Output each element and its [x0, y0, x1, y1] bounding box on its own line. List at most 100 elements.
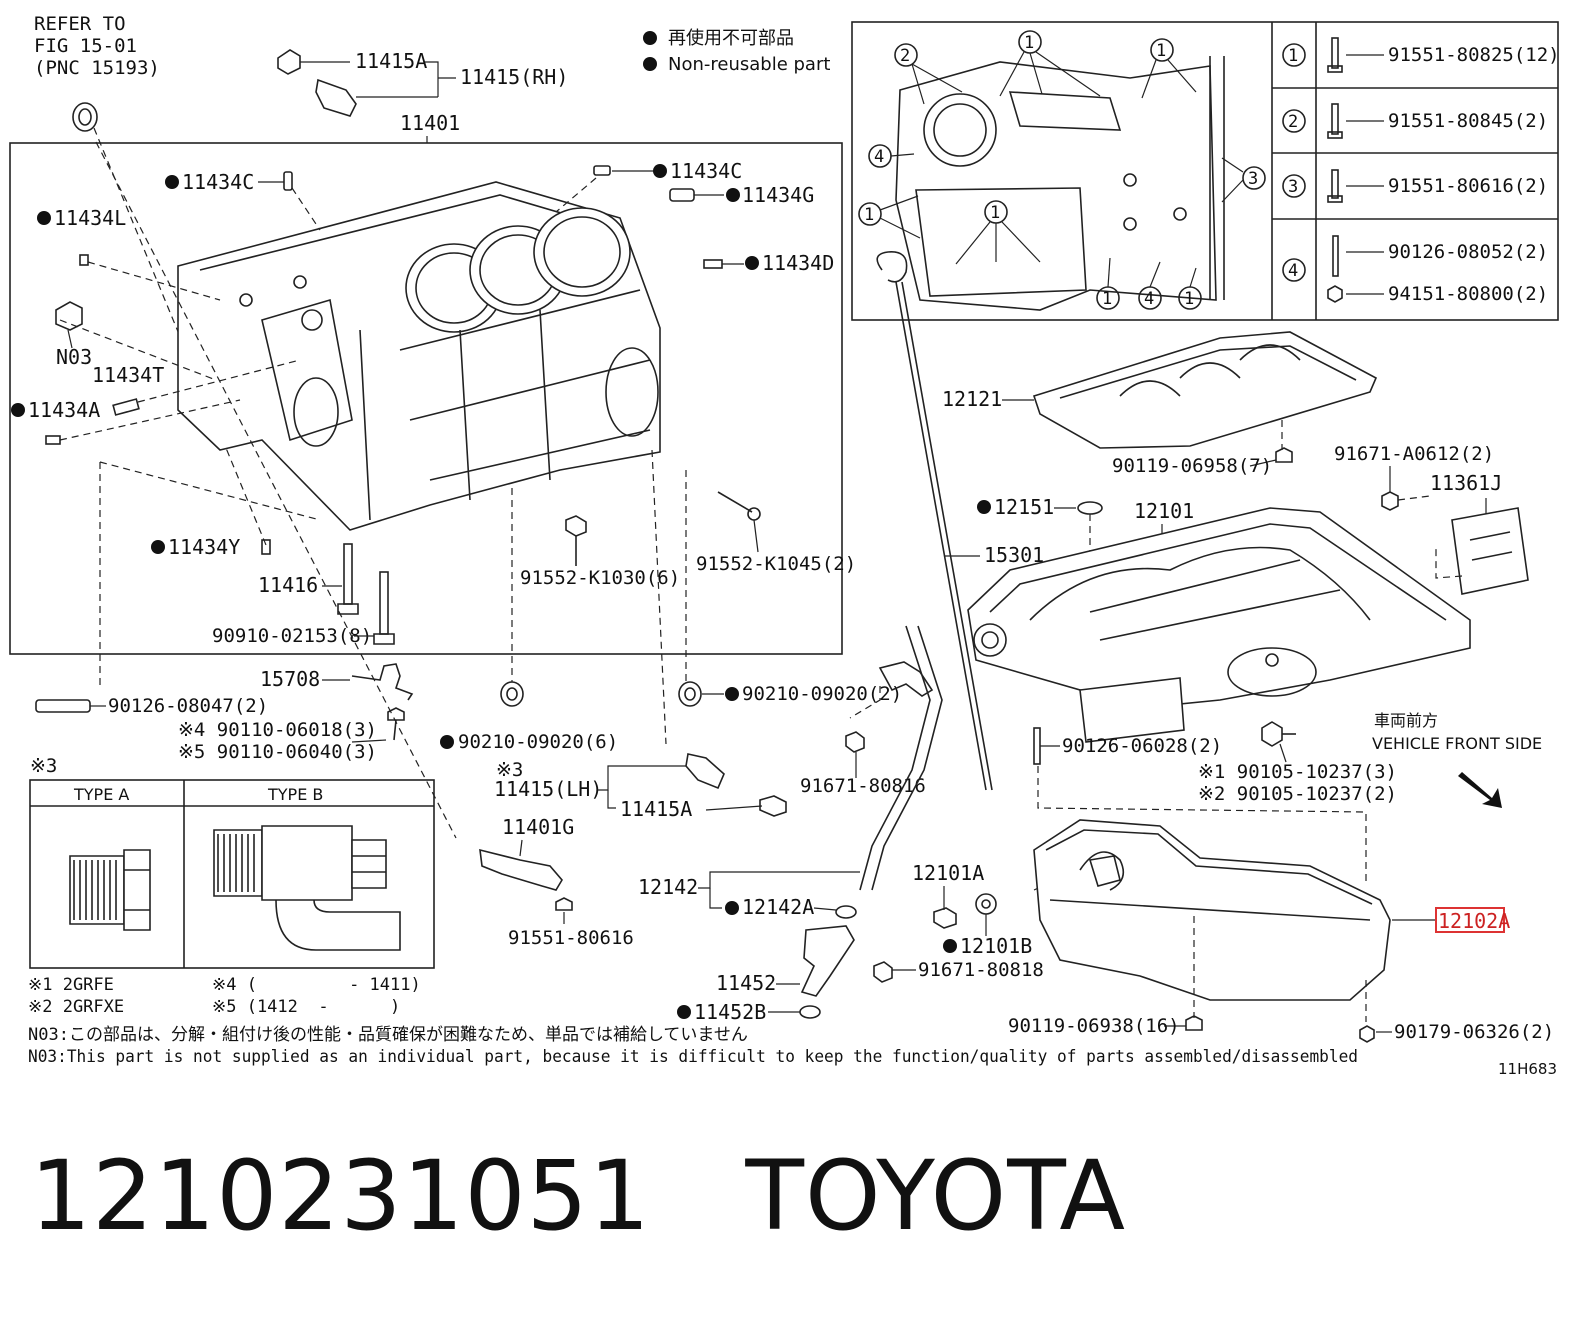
label-11361j: 11361J: [1430, 471, 1502, 495]
non-reusable-dot-icon: [643, 31, 657, 45]
callout-2-a: 2: [900, 46, 910, 66]
label-90110-06018: ※4 90110-06018(3): [178, 719, 377, 741]
label-90105-a: ※1 90105-10237(3): [1198, 761, 1397, 783]
label-90126-06028: 90126-06028(2): [1062, 735, 1222, 757]
type-table-frame: [29, 779, 435, 969]
table-part-3: 91551-80616(2): [1388, 175, 1548, 197]
label-12101: 12101: [1134, 499, 1194, 523]
callout-1-c: 1: [864, 205, 874, 225]
oil-seal-shape: [72, 102, 98, 132]
callout-1-e: 1: [1102, 289, 1112, 309]
callout-1-d: 1: [990, 203, 1000, 223]
upper-oil-pan-drawing: [967, 507, 1471, 743]
dipstick-handle-shape: [876, 251, 908, 283]
label-12121: 12121: [942, 387, 1002, 411]
label-11415lh: 11415(LH): [494, 777, 602, 801]
table-part-1: 91551-80825(12): [1388, 44, 1560, 66]
label-12142: 12142: [638, 875, 698, 899]
type-b-fitting-shape: [213, 825, 401, 951]
label-11415a-top: 11415A: [355, 49, 427, 73]
label-11415a-bot: 11415A: [620, 797, 692, 821]
lower-oil-pan-drawing: [1033, 819, 1391, 1001]
note-star1: ※1 2GRFE: [28, 975, 114, 995]
label-91552-k1045: 91552-K1045(2): [696, 553, 856, 575]
label-90126-08047: 90126-08047(2): [108, 695, 268, 717]
callout-3-a: 3: [1248, 169, 1258, 189]
label-12101b: 12101B: [960, 934, 1032, 958]
label-11434l: 11434L: [54, 206, 126, 230]
label-15708: 15708: [260, 667, 320, 691]
callout-4-a: 4: [874, 147, 884, 167]
label-91671-80816: 91671-80816: [800, 775, 926, 797]
label-11434y: 11434Y: [168, 535, 240, 559]
label-11415rh: 11415(RH): [460, 65, 568, 89]
table-ref-3: 3: [1288, 177, 1298, 197]
bracket-15708-shape: [351, 663, 414, 701]
label-11452: 11452: [716, 971, 776, 995]
label-91671-80818: 91671-80818: [918, 959, 1044, 981]
type-a-fitting-shape: [69, 849, 151, 931]
note-n03-jp: N03:この部品は、分解・組付け後の性能・品質確保が困難なため、単品では補給して…: [28, 1025, 748, 1045]
label-90210-09020-b: 90210-09020(2): [742, 683, 902, 705]
part-number: 1210231051: [30, 1140, 651, 1252]
part-number-footer: 1210231051 TOYOTA: [30, 1140, 1126, 1252]
label-90179-06326: 90179-06326(2): [1394, 1021, 1554, 1043]
label-11401: 11401: [400, 111, 460, 135]
type-a-header: TYPE A: [73, 785, 129, 804]
note-star5: ※5 (1412 - ): [212, 997, 400, 1017]
note-star4: ※4 ( - 1411): [212, 975, 421, 995]
label-star3-a: ※3: [496, 759, 523, 781]
type-b-header: TYPE B: [267, 785, 323, 804]
front-arrow-icon: [1458, 772, 1502, 808]
legend-en: Non-reusable part: [668, 54, 830, 75]
label-91552-k1030: 91552-K1030(6): [520, 567, 680, 589]
bolt-11415a-shape: [277, 49, 301, 75]
callout-1-b: 1: [1156, 41, 1166, 61]
label-90105-b: ※2 90105-10237(2): [1198, 783, 1397, 805]
refer-line1: REFER TO: [34, 13, 126, 35]
note-star2: ※2 2GRFXE: [28, 997, 124, 1017]
table-ref-1: 1: [1288, 46, 1298, 66]
refer-line2: FIG 15-01: [34, 35, 137, 57]
type-table-star: ※3: [30, 755, 57, 777]
table-part-4b: 94151-80800(2): [1388, 283, 1548, 305]
label-n03: N03: [56, 345, 92, 369]
legend-jp: 再使用不可部品: [668, 28, 794, 49]
table-part-4a: 90126-08052(2): [1388, 241, 1548, 263]
front-side-en: VEHICLE FRONT SIDE: [1372, 734, 1542, 753]
table-ref-2: 2: [1288, 112, 1298, 132]
label-11434a: 11434A: [28, 398, 100, 422]
cylinder-block-drawing: [177, 181, 661, 531]
label-90210-09020-a: 90210-09020(6): [458, 731, 618, 753]
label-12101a: 12101A: [912, 861, 984, 885]
highlight-12102a-box: [1435, 907, 1505, 933]
label-12151: 12151: [994, 495, 1054, 519]
table-part-2: 91551-80845(2): [1388, 110, 1548, 132]
label-12102a[interactable]: 12102A: [1438, 909, 1510, 933]
baffle-12121-shape: [1032, 331, 1378, 449]
label-11434d: 11434D: [762, 251, 834, 275]
label-11434c-b: 11434C: [670, 159, 742, 183]
label-11434g: 11434G: [742, 183, 814, 207]
pipe-11452-shape: [800, 925, 855, 997]
front-side-jp: 車両前方: [1374, 711, 1438, 730]
diagram-code: 11H683: [1498, 1060, 1557, 1078]
label-90119-06958: 90119-06958(7): [1112, 455, 1272, 477]
note-n03-en: N03:This part is not supplied as an indi…: [28, 1047, 1358, 1067]
label-11434t: 11434T: [92, 363, 164, 387]
label-11434c-a: 11434C: [182, 170, 254, 194]
table-ref-4: 4: [1288, 261, 1298, 281]
cylinder-block-frame: [9, 142, 843, 655]
label-11401g: 11401G: [502, 815, 574, 839]
refer-line3: (PNC 15193): [34, 57, 160, 79]
label-12142a: 12142A: [742, 895, 814, 919]
label-15301: 15301: [984, 543, 1044, 567]
label-91671-a0612: 91671-A0612(2): [1334, 443, 1494, 465]
callout-1-f: 1: [1184, 289, 1194, 309]
label-90119-06938: 90119-06938(16): [1008, 1015, 1180, 1037]
sensor-11401g-shape: [479, 848, 563, 891]
non-reusable-dot-icon: [643, 57, 657, 71]
label-90110-06040: ※5 90110-06040(3): [178, 741, 377, 763]
label-91551-80616: 91551-80616: [508, 927, 634, 949]
